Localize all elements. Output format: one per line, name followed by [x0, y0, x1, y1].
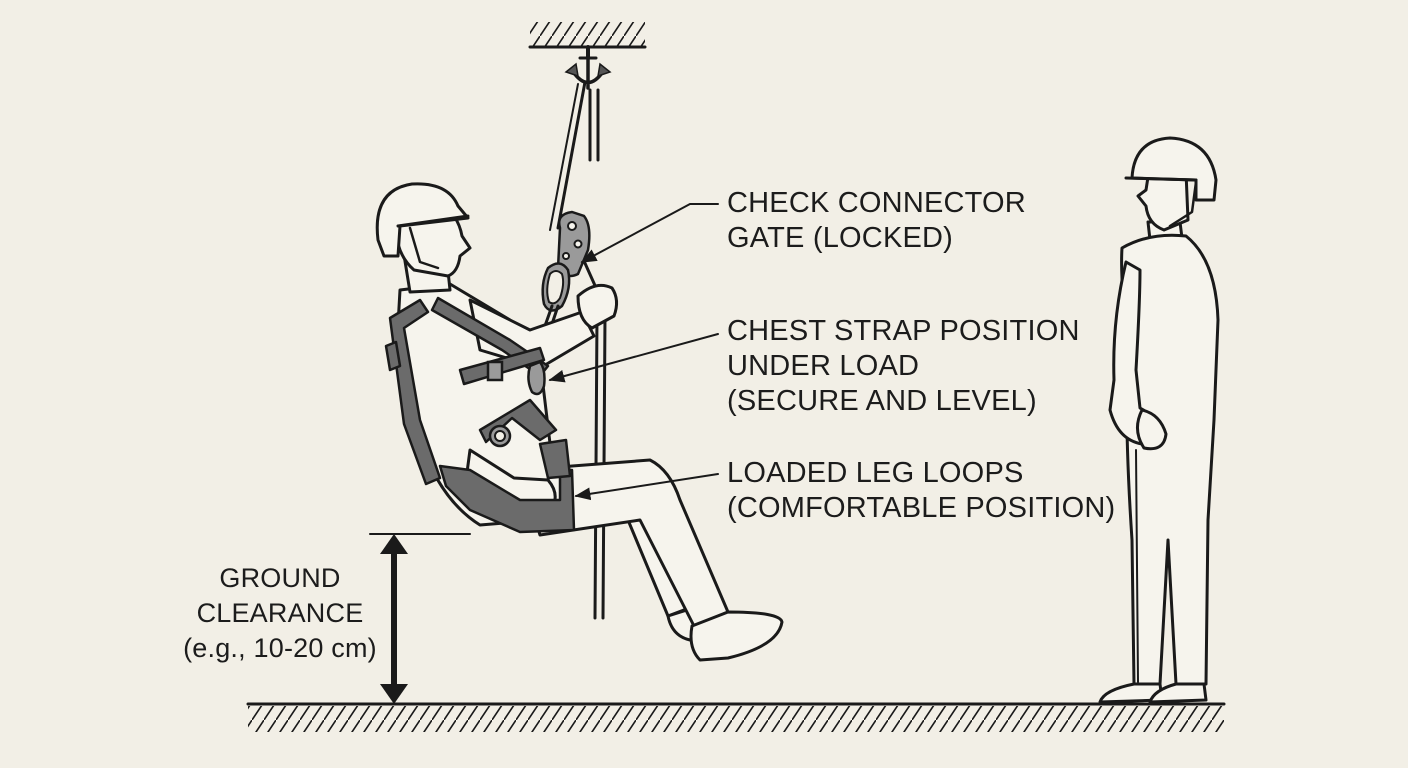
suspended-worker [375, 182, 784, 662]
anchor-icon [564, 45, 612, 90]
label-line: LOADED LEG LOOPS [727, 457, 1024, 489]
label-line: CHEST STRAP POSITION [727, 315, 1080, 347]
standing-observer [1098, 136, 1220, 704]
leader-lines [548, 203, 719, 501]
label-line: GATE (LOCKED) [727, 222, 954, 254]
label-line: (SECURE AND LEVEL) [727, 385, 1037, 417]
label-line: CLEARANCE [196, 598, 364, 628]
ceiling [528, 22, 647, 49]
label-line: (COMFORTABLE POSITION) [727, 492, 1116, 524]
ground-clearance-dimension [369, 533, 471, 704]
label-line: CHECK CONNECTOR [727, 187, 1026, 219]
label-ground-clearance: GROUND CLEARANCE (e.g., 10-20 cm) [150, 561, 410, 666]
label-line: (e.g., 10-20 cm) [183, 633, 377, 663]
label-loaded-leg-loops: LOADED LEG LOOPS (COMFORTABLE POSITION) [727, 456, 1115, 526]
ground [246, 702, 1226, 732]
label-line: UNDER LOAD [727, 350, 920, 382]
label-line: GROUND [219, 563, 341, 593]
label-check-connector-gate: CHECK CONNECTOR GATE (LOCKED) [727, 186, 1026, 256]
label-chest-strap-position: CHEST STRAP POSITION UNDER LOAD (SECURE … [727, 314, 1080, 419]
